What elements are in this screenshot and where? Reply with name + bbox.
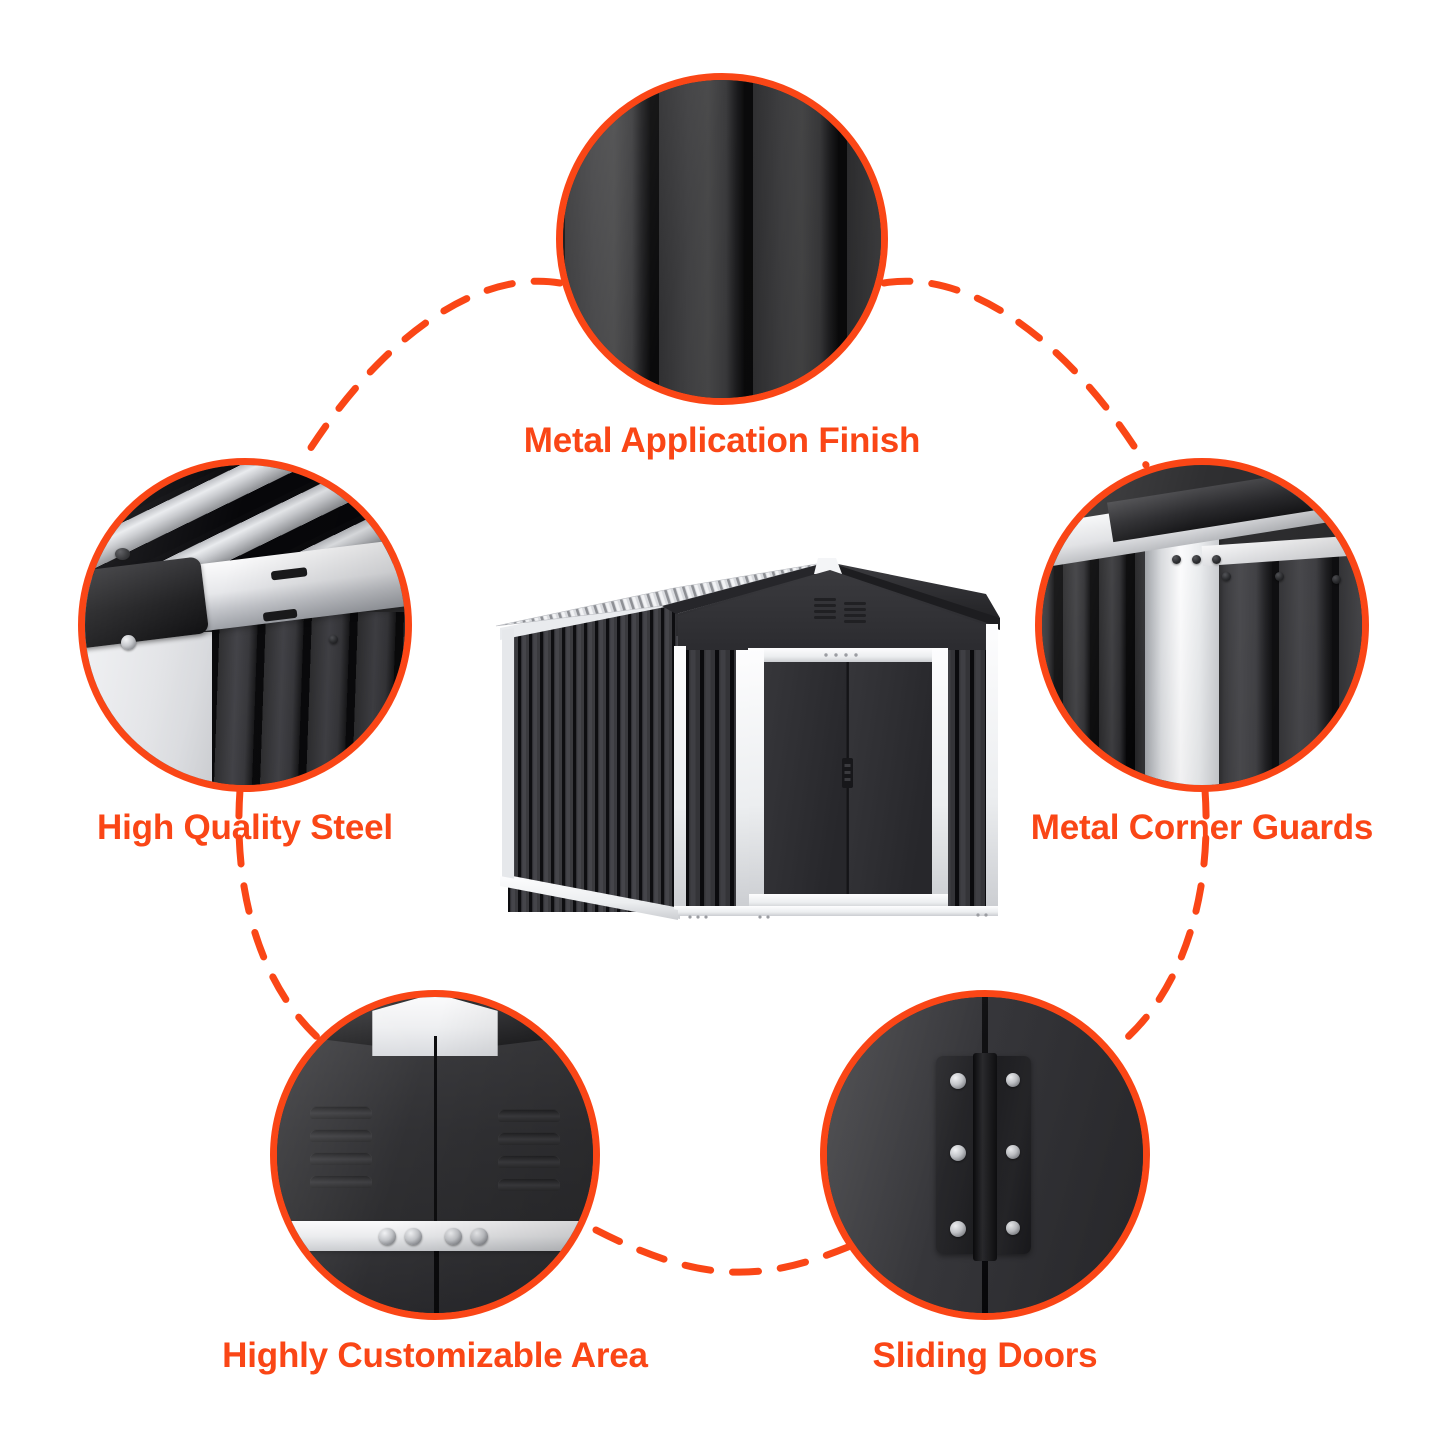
lower-panel-seam bbox=[433, 1250, 439, 1313]
corner-screw bbox=[1171, 554, 1181, 564]
sill-bolt bbox=[444, 1228, 462, 1246]
shed-side-wall-shape bbox=[508, 598, 678, 912]
shed-door-frame-bottom bbox=[748, 894, 948, 908]
metal-corner-guard-post bbox=[1145, 531, 1219, 785]
shed-door-left bbox=[764, 662, 848, 894]
latch-screw bbox=[1006, 1221, 1021, 1235]
wall-screw bbox=[1275, 571, 1285, 581]
feature-label-sliding-doors: Sliding Doors bbox=[872, 1336, 1098, 1375]
corner-screw bbox=[1212, 554, 1222, 564]
metal-sheen-overlay bbox=[277, 997, 593, 1313]
latch-screw bbox=[950, 1145, 967, 1162]
metal-sheen-overlay bbox=[1042, 465, 1362, 785]
wall-screw bbox=[1332, 574, 1342, 584]
shed-gable-face-main bbox=[678, 572, 994, 652]
side-wall-ribs bbox=[211, 611, 405, 785]
feature-label-highly-customizable-area: Highly Customizable Area bbox=[222, 1336, 648, 1375]
shed-roof-front-edge bbox=[662, 562, 840, 614]
vent-louver bbox=[309, 1105, 373, 1119]
feature-circle-metal-application-finish[interactable] bbox=[556, 73, 888, 405]
corrugated-metal-texture bbox=[563, 80, 881, 398]
door-latch-bar bbox=[973, 1052, 997, 1261]
shed-corner-post-left bbox=[674, 646, 686, 914]
latch-screw bbox=[1006, 1145, 1021, 1160]
wall-screw bbox=[121, 635, 137, 651]
shed-door-frame-top bbox=[748, 648, 948, 662]
vent-louver bbox=[497, 1155, 561, 1168]
corner-screw bbox=[1191, 554, 1201, 564]
shed-front-panel-right bbox=[942, 652, 992, 910]
vent-louver bbox=[309, 1151, 373, 1165]
shed-gable-vents bbox=[814, 598, 866, 623]
metal-sheen-overlay bbox=[563, 80, 881, 398]
shed-front-mid-post bbox=[736, 650, 749, 910]
vent-louver bbox=[309, 1128, 373, 1142]
shed-left-corner-trim bbox=[502, 628, 514, 880]
shed-door-frame-right bbox=[932, 648, 948, 908]
white-steel-wall-panel bbox=[85, 631, 219, 785]
shed-roof-peak-cap bbox=[814, 558, 842, 574]
wall-screw bbox=[1222, 571, 1232, 581]
vent-louver bbox=[497, 1108, 561, 1122]
feature-label-metal-corner-guards: Metal Corner Guards bbox=[1030, 808, 1374, 847]
sill-bolt bbox=[378, 1228, 396, 1246]
shed-side-base-trim bbox=[500, 876, 678, 920]
metal-sheen-overlay bbox=[827, 997, 1143, 1313]
right-corrugated-wall bbox=[1212, 544, 1362, 785]
gable-center-seam bbox=[433, 1036, 437, 1241]
sill-bolt bbox=[405, 1228, 423, 1246]
product-image-metal-shed bbox=[495, 558, 1000, 920]
feature-label-metal-application-finish: Metal Application Finish bbox=[523, 421, 921, 460]
latch-screw bbox=[1006, 1072, 1021, 1087]
latch-screw bbox=[950, 1072, 967, 1089]
shed-front-base-trim bbox=[674, 906, 998, 916]
metal-sheen-overlay bbox=[85, 465, 405, 785]
shed-door-frame-left bbox=[748, 648, 764, 908]
vent-louver bbox=[497, 1131, 561, 1145]
shed-top-frame-screws bbox=[824, 653, 858, 657]
feature-circle-highly-customizable-area[interactable] bbox=[270, 990, 600, 1320]
feature-circle-metal-corner-guards[interactable] bbox=[1035, 458, 1369, 792]
white-sill-trim bbox=[277, 1221, 593, 1251]
arc-bottomleft-to-bottomright bbox=[592, 1226, 852, 1276]
shed-door-right bbox=[848, 662, 932, 894]
shed-corner-post-right bbox=[986, 624, 998, 910]
shed-base-screws bbox=[688, 913, 988, 919]
arc-top-to-left bbox=[296, 277, 564, 469]
roof-screw bbox=[114, 548, 130, 561]
vent-louver bbox=[497, 1178, 561, 1192]
vent-louver bbox=[309, 1174, 373, 1188]
sill-bolt bbox=[471, 1228, 489, 1246]
latch-screw bbox=[950, 1221, 967, 1237]
feature-label-high-quality-steel: High Quality Steel bbox=[97, 808, 393, 847]
feature-circle-high-quality-steel[interactable] bbox=[78, 458, 412, 792]
feature-circle-sliding-doors[interactable] bbox=[820, 990, 1150, 1320]
wall-screw bbox=[328, 635, 338, 645]
arc-top-to-right bbox=[880, 277, 1150, 469]
